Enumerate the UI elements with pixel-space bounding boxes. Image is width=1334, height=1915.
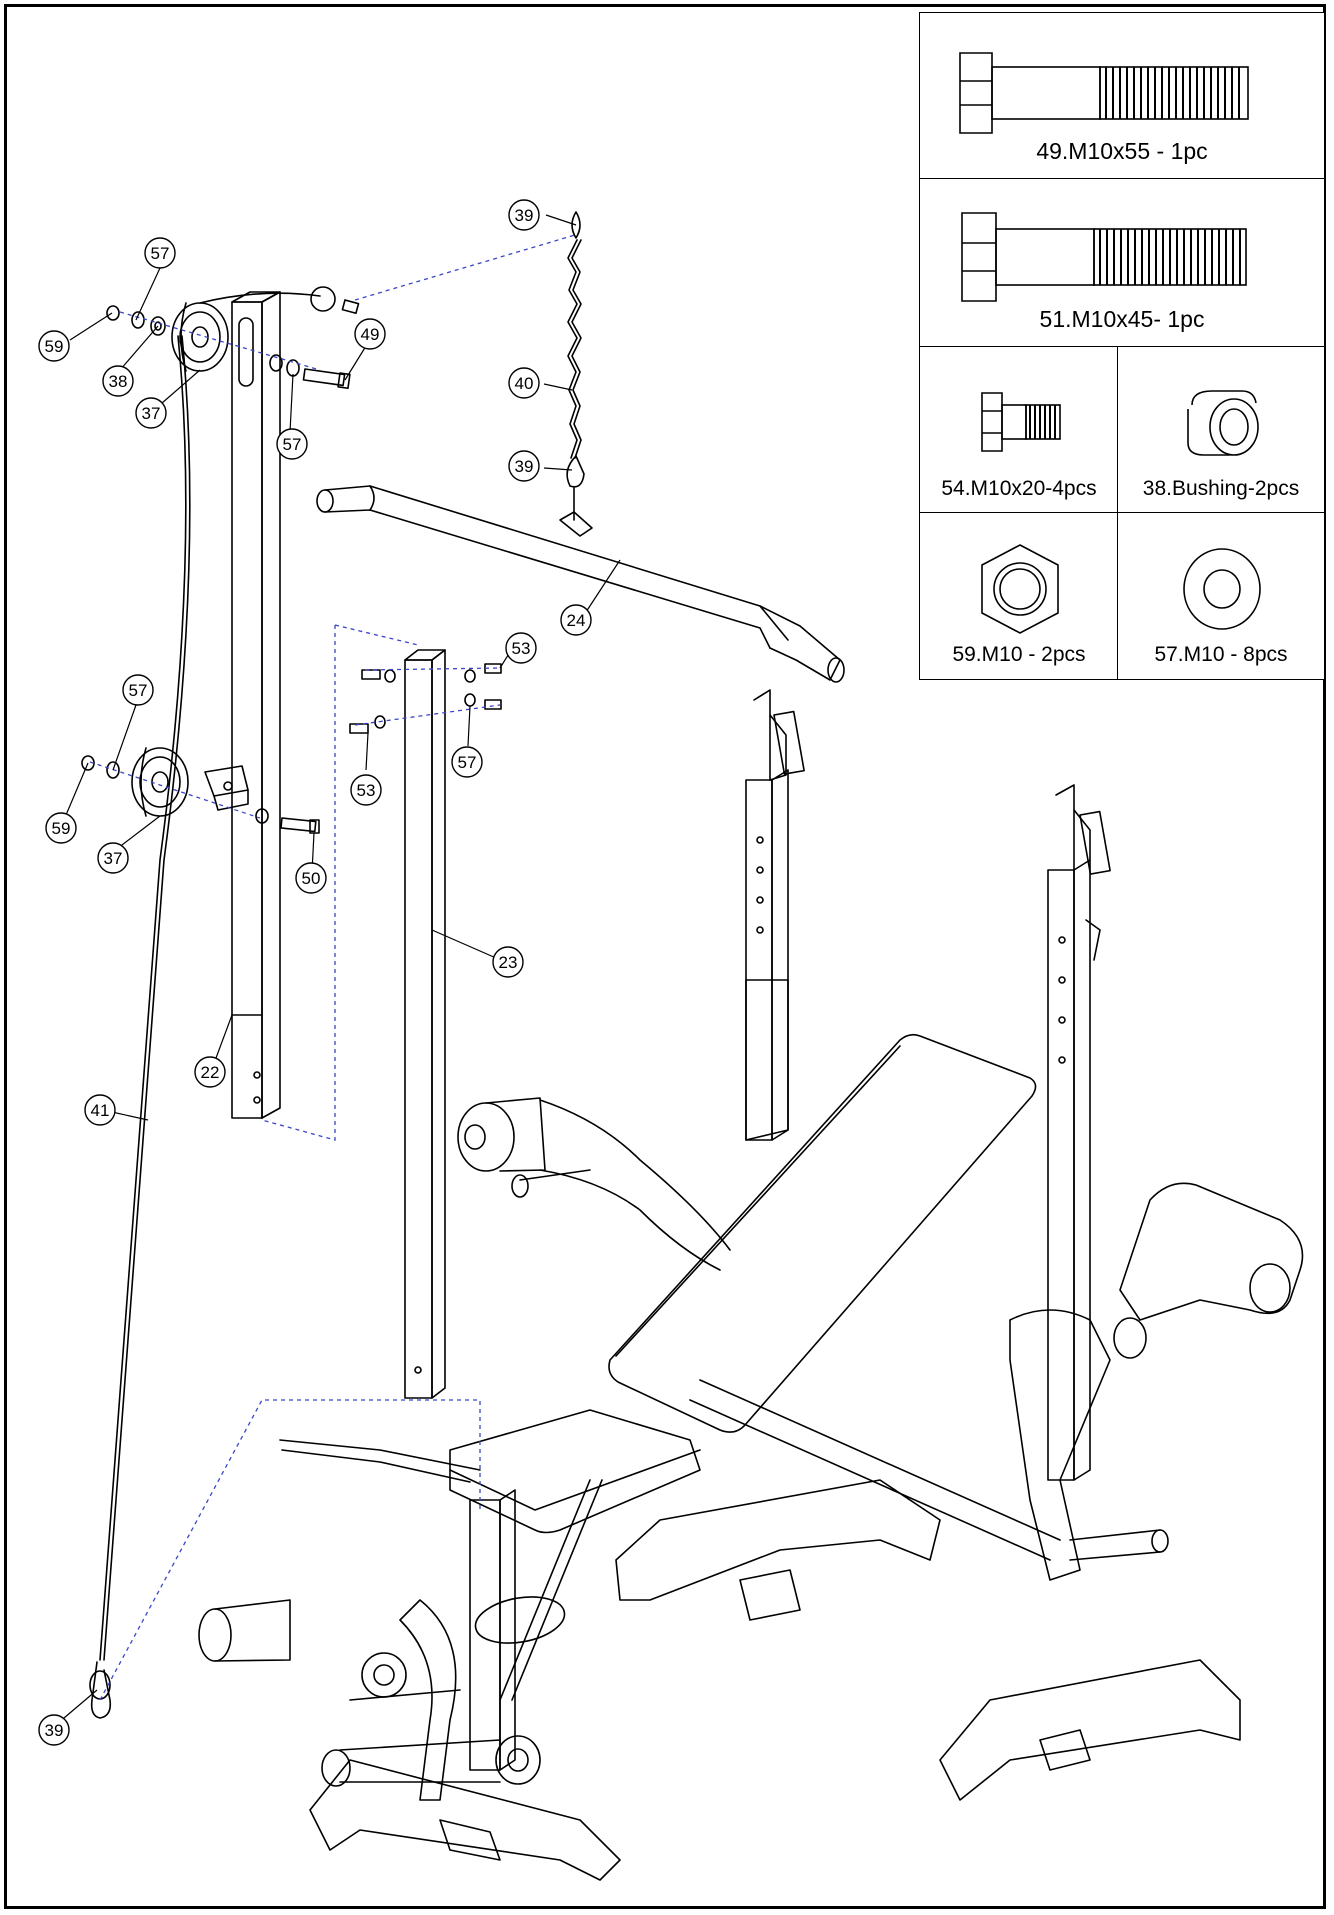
callout-57-lower: 57 xyxy=(122,674,154,706)
callout-38: 38 xyxy=(102,365,134,397)
svg-text:24: 24 xyxy=(567,611,586,630)
callout-22: 22 xyxy=(194,1056,226,1088)
lat-bar-24 xyxy=(316,485,845,683)
hex-bolt-icon xyxy=(961,212,1247,302)
callout-49: 49 xyxy=(354,318,386,350)
callout-37-upper: 37 xyxy=(135,397,167,429)
callout-37-lower: 37 xyxy=(97,842,129,874)
preacher-curl-pad xyxy=(1009,1182,1304,1581)
svg-text:57: 57 xyxy=(283,435,302,454)
callout-39-bottom: 39 xyxy=(38,1714,70,1746)
upper-washer-38 xyxy=(150,316,166,336)
leg-developer xyxy=(198,1439,566,1801)
svg-text:38: 38 xyxy=(109,372,128,391)
legend-label-bushing-38: 38.Bushing-2pcs xyxy=(1142,477,1300,500)
legend-item-bolt-49: 49.M10x55 - 1pc xyxy=(919,12,1325,180)
callout-24: 24 xyxy=(560,604,592,636)
upper-bolt-49 xyxy=(269,354,351,390)
callout-23: 23 xyxy=(492,946,524,978)
callout-53-right: 53 xyxy=(505,632,537,664)
svg-text:53: 53 xyxy=(512,639,531,658)
legend-item-nut-59: 59.M10 - 2pcs xyxy=(919,512,1119,680)
svg-text:39: 39 xyxy=(515,206,534,225)
svg-text:59: 59 xyxy=(45,337,64,356)
legend-item-bushing-38: 38.Bushing-2pcs xyxy=(1117,346,1325,514)
svg-text:57: 57 xyxy=(129,681,148,700)
svg-text:39: 39 xyxy=(45,1721,64,1740)
callout-50: 50 xyxy=(295,862,327,894)
svg-text:49: 49 xyxy=(361,325,380,344)
extension-post-23 xyxy=(404,649,446,1399)
rear-leg-roller xyxy=(457,1097,731,1271)
short-hex-bolt-icon xyxy=(981,392,1061,452)
callout-39-mid: 39 xyxy=(508,450,540,482)
pulley-bracket xyxy=(204,765,249,811)
legend-label-bolt-51: 51.M10x45- 1pc xyxy=(1039,306,1205,332)
callout-39-top: 39 xyxy=(508,199,540,231)
legend-label-washer-57: 57.M10 - 8pcs xyxy=(1154,643,1288,666)
chain-40 xyxy=(566,211,585,521)
washer-icon xyxy=(1183,548,1261,630)
legend-label-bolt-54: 54.M10x20-4pcs xyxy=(941,477,1097,500)
backrest-pad xyxy=(608,1033,1037,1433)
svg-text:57: 57 xyxy=(151,244,170,263)
callout-57-upper: 57 xyxy=(144,237,176,269)
cable-41 xyxy=(99,335,191,1661)
callout-59-lower: 59 xyxy=(45,812,77,844)
callout-40: 40 xyxy=(508,367,540,399)
callout-59-upper: 59 xyxy=(38,330,70,362)
callout-53-left: 53 xyxy=(350,774,382,806)
hex-nut-icon xyxy=(981,544,1059,634)
callout-57-right: 57 xyxy=(451,746,483,778)
svg-text:41: 41 xyxy=(91,1101,110,1120)
callout-41: 41 xyxy=(84,1094,116,1126)
bench-frame xyxy=(309,689,1241,1881)
upper-washer-57a xyxy=(131,311,145,329)
upper-nut-59 xyxy=(106,305,120,321)
svg-text:57: 57 xyxy=(458,753,477,772)
bushing-icon xyxy=(1187,390,1259,456)
legend-item-bolt-54: 54.M10x20-4pcs xyxy=(919,346,1119,514)
hardware-legend: 49.M10x55 - 1pc 51.M10x45- 1pc xyxy=(919,12,1325,680)
svg-text:37: 37 xyxy=(142,404,161,423)
svg-text:39: 39 xyxy=(515,457,534,476)
svg-text:53: 53 xyxy=(357,781,376,800)
svg-text:23: 23 xyxy=(499,953,518,972)
legend-item-washer-57: 57.M10 - 8pcs xyxy=(1117,512,1325,680)
seat-pad xyxy=(449,1409,701,1534)
legend-label-nut-59: 59.M10 - 2pcs xyxy=(952,643,1086,666)
svg-text:50: 50 xyxy=(302,869,321,888)
callout-57-mid: 57 xyxy=(276,428,308,460)
svg-text:40: 40 xyxy=(515,374,534,393)
svg-text:37: 37 xyxy=(104,849,123,868)
svg-text:22: 22 xyxy=(201,1063,220,1082)
svg-text:59: 59 xyxy=(52,819,71,838)
legend-label-bolt-49: 49.M10x55 - 1pc xyxy=(1036,138,1208,164)
long-hex-bolt-icon xyxy=(959,52,1249,134)
legend-item-bolt-51: 51.M10x45- 1pc xyxy=(919,178,1325,348)
